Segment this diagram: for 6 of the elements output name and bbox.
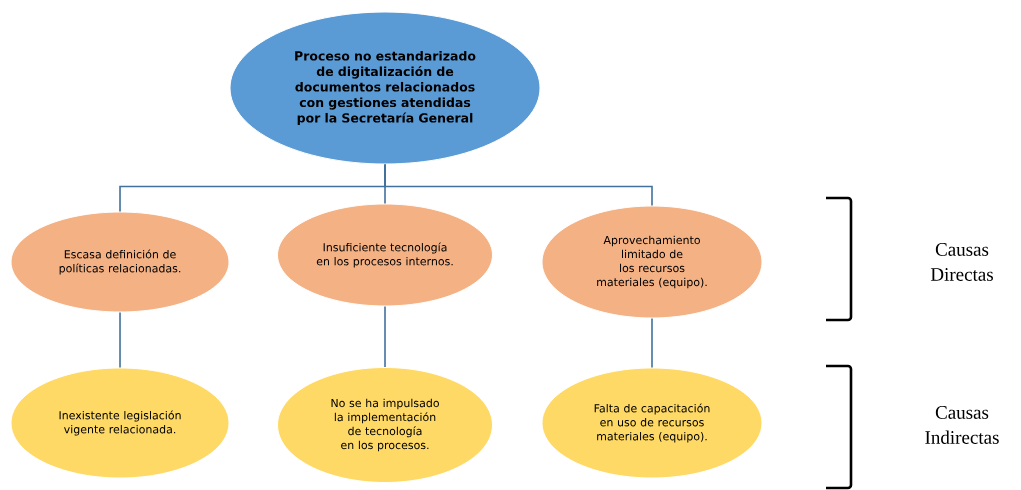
connector-line (119, 311, 121, 369)
connector-line (384, 163, 653, 207)
connector-line (384, 305, 386, 368)
connector-line (651, 317, 653, 369)
group-label: Causas Directas (930, 243, 993, 281)
group-label: Causas Indirectas (925, 406, 999, 444)
